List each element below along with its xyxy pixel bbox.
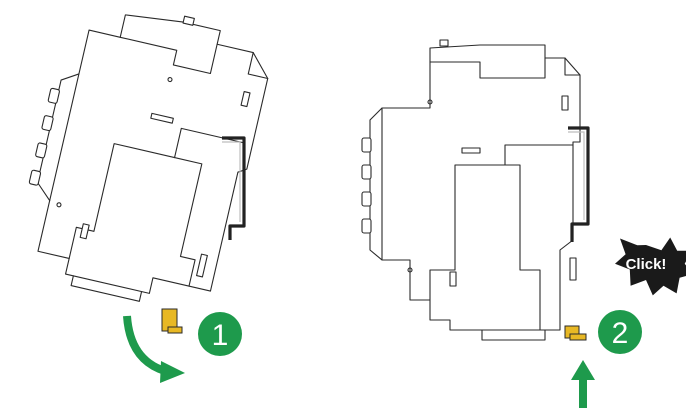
tilted-knob xyxy=(28,169,42,186)
step-1-badge: 1 xyxy=(198,312,242,356)
seated-knob xyxy=(361,164,372,180)
tilted-device-housing xyxy=(36,14,269,294)
click-callout: Click! xyxy=(626,256,667,273)
seated-device xyxy=(361,39,581,341)
seated-knob xyxy=(361,218,372,234)
seated-latch xyxy=(564,325,587,341)
seated-device-housing xyxy=(369,44,581,331)
step-2-number: 2 xyxy=(612,317,629,350)
seated-knob xyxy=(361,191,372,207)
up-arrow-icon xyxy=(571,360,595,408)
din-rail-right xyxy=(568,126,590,242)
tilted-latch xyxy=(161,308,183,334)
tilted-knob xyxy=(47,87,60,104)
tilted-device xyxy=(28,14,269,302)
tilted-knob xyxy=(41,115,54,132)
step-1-number: 1 xyxy=(212,319,229,352)
curved-arrow-icon xyxy=(123,315,185,383)
seated-knob xyxy=(361,137,372,153)
starburst-icon xyxy=(615,237,686,296)
tilted-knob xyxy=(35,142,48,159)
din-rail-left xyxy=(222,136,246,240)
step-2-badge: 2 xyxy=(598,310,642,354)
